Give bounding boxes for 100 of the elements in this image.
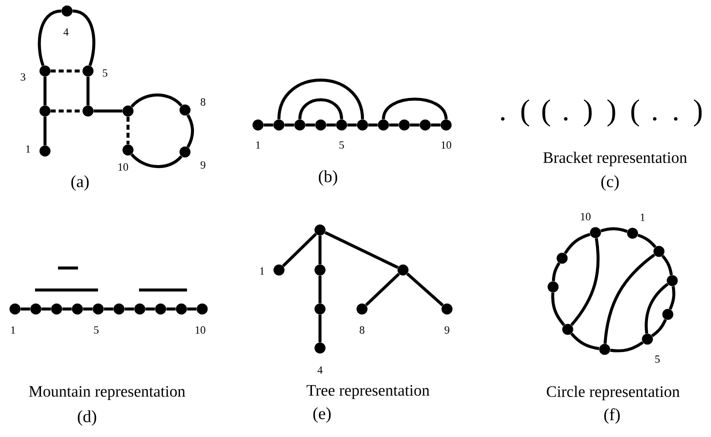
dot (662, 308, 674, 320)
connector (126, 116, 130, 144)
connector (604, 254, 656, 344)
panel-label: (f) (604, 408, 620, 424)
number-label: 9 (444, 326, 450, 334)
connector (389, 124, 399, 126)
connector (44, 76, 46, 106)
connector (44, 116, 46, 146)
number-label: 4 (63, 28, 69, 36)
dot (398, 120, 410, 130)
dot (357, 120, 368, 130)
number-label: 1 (260, 267, 264, 275)
dot (122, 106, 134, 116)
dot (315, 120, 326, 130)
number-label: 1 (11, 326, 16, 334)
dot (314, 264, 326, 276)
connector (637, 234, 656, 248)
connector (318, 276, 322, 304)
dot (72, 304, 83, 314)
connector (318, 314, 322, 342)
connector (72, 10, 96, 66)
dot (30, 304, 42, 314)
dot (155, 304, 166, 314)
connector (104, 308, 114, 310)
connector (187, 308, 196, 310)
connector (50, 70, 82, 72)
dot (114, 304, 124, 314)
number-label: 10 (580, 212, 591, 220)
panel-label: (c) (601, 175, 619, 191)
number-label: 10 (196, 326, 206, 334)
dot (556, 252, 568, 264)
connector (124, 308, 134, 310)
connector (86, 76, 90, 106)
dot (548, 281, 559, 292)
connector (600, 227, 628, 233)
connector (186, 114, 194, 148)
caption: Mountain representation (29, 386, 186, 400)
panel-label: (b) (318, 170, 338, 186)
connector (42, 308, 51, 310)
connector (365, 272, 400, 306)
dot (82, 106, 94, 116)
connector (610, 341, 644, 352)
connector (130, 153, 182, 168)
number-label: 1 (26, 145, 30, 153)
connector (651, 318, 667, 338)
dot (273, 120, 284, 130)
connector (130, 93, 182, 108)
connector (552, 262, 560, 282)
connector (50, 110, 82, 112)
caption: Bracket representation (543, 152, 687, 166)
connector (430, 124, 440, 126)
connector (410, 124, 420, 126)
connector (298, 98, 344, 120)
connector (306, 124, 315, 126)
connector (368, 124, 378, 126)
dot (40, 106, 50, 116)
connector (347, 124, 357, 126)
connector (564, 232, 590, 254)
dot (420, 120, 431, 130)
connector (62, 308, 72, 310)
connector (166, 308, 176, 310)
caption: Circle representation (546, 386, 680, 400)
number-label: 1 (640, 214, 645, 221)
connector (644, 282, 669, 334)
connector (570, 238, 600, 326)
connector (326, 124, 336, 126)
dot (314, 304, 326, 314)
dot (314, 224, 326, 236)
bracket-notation: . ( ( . ) ) ( . . ) (501, 99, 702, 127)
dot (562, 324, 574, 335)
connector (382, 98, 448, 120)
caption: Tree representation (306, 385, 430, 399)
number-label: 4 (317, 366, 323, 374)
number-label: 5 (94, 326, 99, 334)
dot (599, 344, 610, 355)
connector (661, 254, 673, 276)
connector (83, 308, 92, 310)
connector (282, 232, 317, 268)
dot (378, 120, 389, 130)
connector (668, 286, 676, 310)
connector (20, 308, 30, 310)
dot (666, 275, 678, 286)
connector (318, 236, 322, 264)
connector (146, 308, 155, 310)
connector (406, 272, 444, 306)
connector (264, 124, 274, 126)
panel-label: (a) (71, 175, 89, 191)
connector (324, 231, 399, 269)
number-label: 8 (360, 326, 364, 334)
panel-label: (e) (313, 407, 331, 423)
dot (176, 304, 187, 314)
connector (284, 124, 294, 126)
dot (294, 120, 306, 130)
number-label: 5 (655, 356, 660, 363)
number-label: 3 (20, 73, 26, 81)
connector (570, 332, 600, 350)
number-label: 1 (256, 141, 260, 149)
number-label: 5 (102, 69, 108, 77)
dot (653, 246, 664, 257)
number-label: 10 (442, 141, 452, 149)
